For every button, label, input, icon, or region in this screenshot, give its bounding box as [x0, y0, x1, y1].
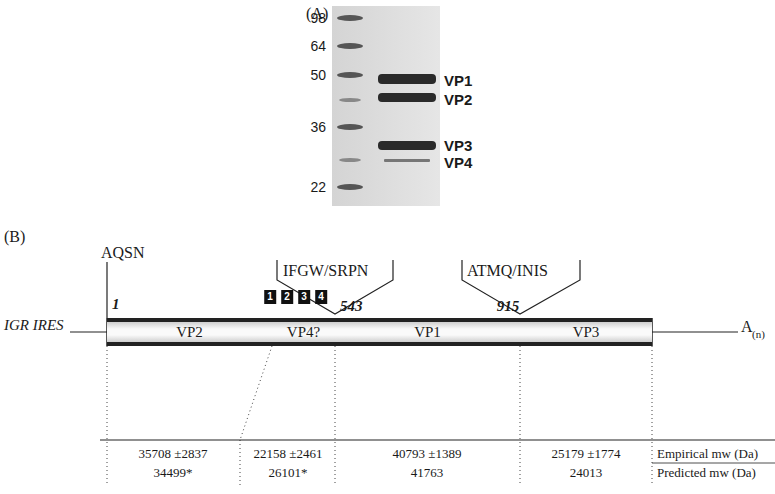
table-rule	[652, 463, 775, 464]
marker-size: 98	[310, 11, 326, 25]
table-cell: 24013	[570, 466, 603, 479]
protein-segment: VP3	[520, 318, 652, 346]
cleavage-site: ATMQ/INIS	[467, 263, 548, 279]
segment-name: VP4?	[287, 324, 320, 341]
band-label: VP3	[444, 138, 472, 153]
ladder-bands	[337, 15, 363, 190]
protein-bands	[378, 74, 436, 162]
table-cell: 41763	[411, 466, 444, 479]
marker-size: 36	[310, 120, 326, 134]
cleavage-bracket	[462, 260, 580, 314]
cleavage-site: AQSN	[101, 245, 145, 261]
motif-box: 2	[281, 290, 293, 304]
utr-line	[70, 331, 107, 332]
position-number: 1	[112, 297, 120, 312]
motif-box: 3	[298, 290, 310, 304]
segment-name: VP1	[414, 324, 441, 341]
poly-a-tail: (n)	[752, 329, 765, 340]
marker-size: 22	[310, 180, 326, 194]
cleavage-site: IFGW/SRPN	[283, 263, 368, 279]
table-cell: 26101*	[269, 466, 308, 479]
table-cell: 35708 ±2837	[139, 447, 208, 460]
motif-box: 4	[315, 290, 327, 304]
table-cell: 25179 ±1774	[552, 447, 621, 460]
panel-letter: (B)	[4, 229, 25, 245]
gel-image	[332, 6, 440, 206]
marker-size: 50	[310, 68, 326, 82]
table-cell: 40793 ±1389	[393, 447, 462, 460]
poly-a-tail: A	[741, 319, 753, 335]
band-label: VP1	[444, 73, 472, 88]
segment-name: VP2	[176, 324, 203, 341]
table-rule	[100, 439, 775, 440]
motif-box: 1	[264, 290, 276, 304]
protein-segment: VP2	[107, 318, 272, 346]
protein-segment: VP4?	[272, 318, 335, 346]
position-number: 543	[340, 299, 363, 314]
marker-size: 64	[310, 39, 326, 53]
table-cell: 34499*	[154, 466, 193, 479]
drop-lines	[107, 346, 652, 486]
table-row-header: Empirical mw (Da)	[657, 447, 758, 460]
protein-segment: VP1	[335, 318, 520, 346]
segment-name: VP3	[573, 324, 600, 341]
utr-line	[652, 331, 738, 332]
site-tick	[106, 262, 107, 318]
cleavage-bracket	[277, 260, 393, 314]
position-number: 915	[497, 299, 520, 314]
band-label: VP2	[444, 92, 472, 107]
region-name: IGR IRES	[4, 318, 64, 333]
table-cell: 22158 ±2461	[254, 447, 323, 460]
band-label: VP4	[444, 155, 472, 170]
table-row-header: Predicted mw (Da)	[657, 466, 756, 479]
